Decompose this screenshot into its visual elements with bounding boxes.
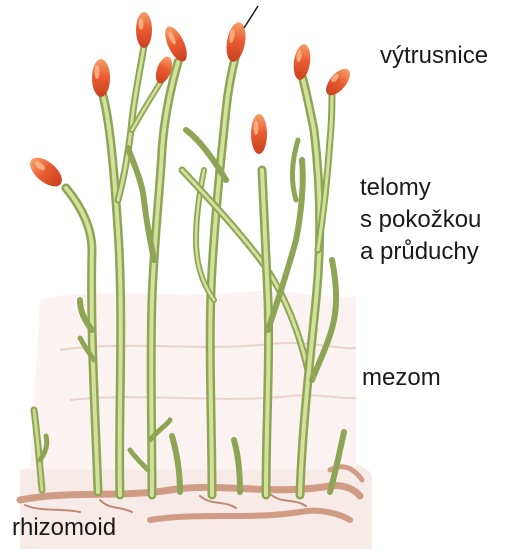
- label-rhizoid: rhizomoid: [12, 512, 116, 544]
- sporangium: [92, 59, 110, 97]
- pointer-line: [244, 6, 258, 28]
- sporangium: [322, 65, 355, 100]
- label-mesome: mezom: [362, 362, 441, 394]
- sporangium: [292, 43, 313, 81]
- sporangium: [136, 12, 152, 48]
- sporangium: [251, 114, 267, 154]
- sporangium: [25, 152, 67, 192]
- label-sporangia: výtrusnice: [380, 40, 488, 72]
- label-telomes: telomy s pokožkou a průduchy: [360, 172, 481, 268]
